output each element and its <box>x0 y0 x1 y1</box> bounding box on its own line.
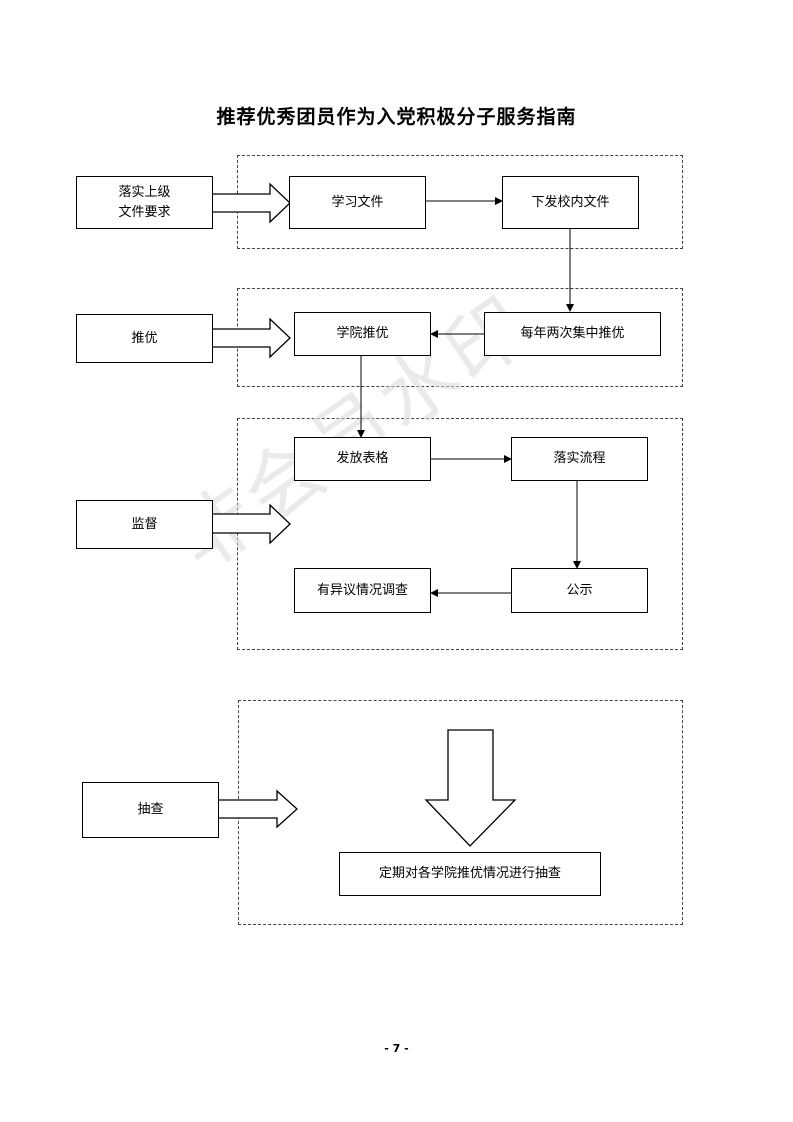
step-annual-recommend: 每年两次集中推优 <box>484 312 661 356</box>
step-college-recommend-label: 学院推优 <box>336 326 389 341</box>
step-issue-documents-label: 下发校内文件 <box>531 194 610 210</box>
step-objection-review: 有异议情况调查 <box>294 568 431 613</box>
step-recommend: 推优 <box>76 314 213 363</box>
step-periodic-check-label: 定期对各学院推优情况进行抽查 <box>378 866 561 881</box>
step-study-documents-label: 学习文件 <box>331 194 384 210</box>
step-annual-recommend-label: 每年两次集中推优 <box>520 326 625 341</box>
step-implement-process-label: 落实流程 <box>553 451 606 466</box>
page-number: - 7 - <box>384 1042 409 1055</box>
page-title: 推荐优秀团员作为入党积极分子服务指南 <box>216 106 577 128</box>
block-arrow-implement <box>211 182 291 224</box>
step-implement-line2: 文件要求 <box>118 204 171 220</box>
step-implement-line1: 落实上级 <box>118 184 171 200</box>
step-supervise-label: 监督 <box>131 516 158 532</box>
step-spot-check-label: 抽查 <box>137 802 164 817</box>
step-distribute-forms: 发放表格 <box>294 437 431 481</box>
step-supervise: 监督 <box>76 500 213 549</box>
step-publicity-label: 公示 <box>566 582 593 598</box>
block-arrow-down <box>424 729 517 847</box>
step-publicity: 公示 <box>511 568 648 613</box>
step-study-documents: 学习文件 <box>289 176 426 229</box>
step-implement-process: 落实流程 <box>511 437 648 481</box>
step-objection-review-label: 有异议情况调查 <box>316 582 408 598</box>
block-arrow-supervise <box>211 503 291 545</box>
step-implement-requirements: 落实上级 文件要求 <box>76 176 213 229</box>
step-college-recommend: 学院推优 <box>294 312 431 356</box>
section-supervise <box>237 418 683 650</box>
block-arrow-spot-check <box>217 789 298 829</box>
step-issue-documents: 下发校内文件 <box>502 176 639 229</box>
step-periodic-check: 定期对各学院推优情况进行抽查 <box>339 852 601 896</box>
step-spot-check: 抽查 <box>82 782 219 838</box>
step-recommend-label: 推优 <box>131 330 158 346</box>
block-arrow-recommend <box>211 317 291 359</box>
step-distribute-forms-label: 发放表格 <box>336 451 389 466</box>
